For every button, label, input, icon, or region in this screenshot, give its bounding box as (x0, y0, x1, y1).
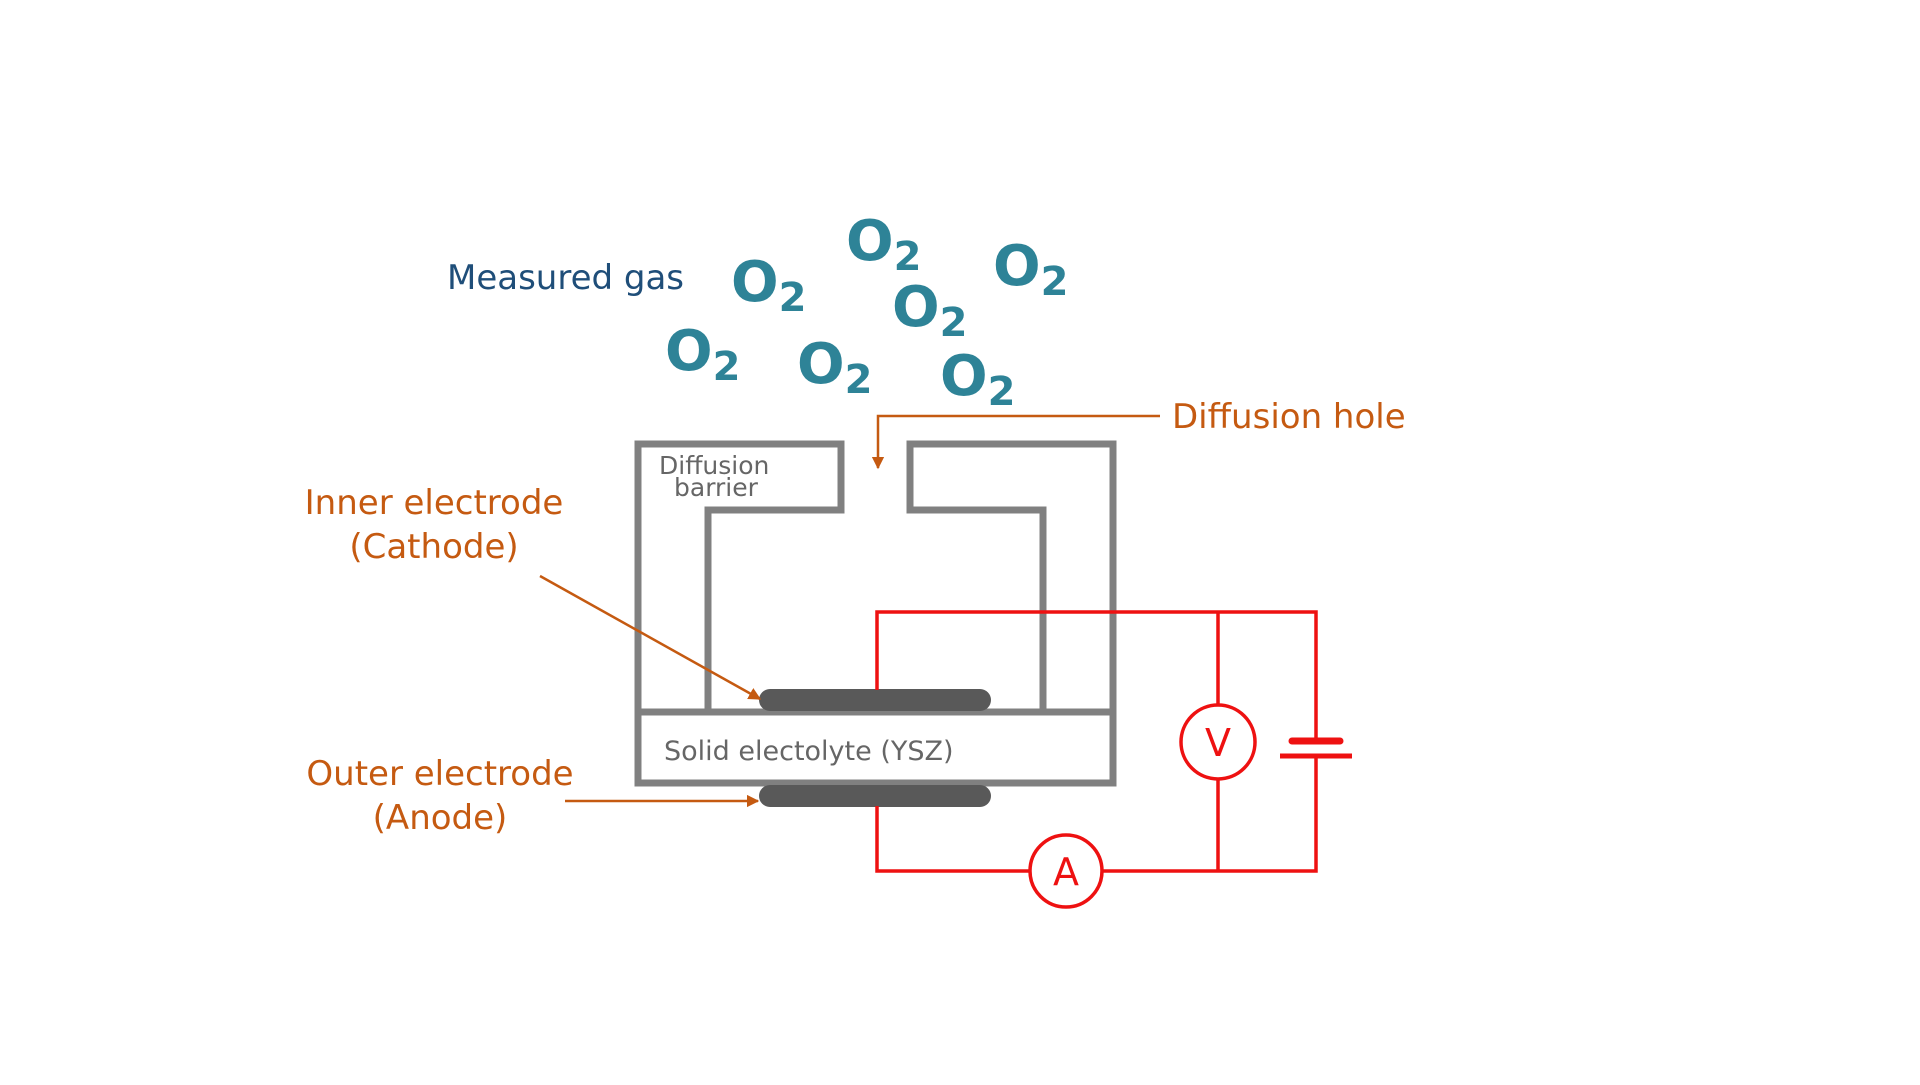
diffusion-barrier-label-2: barrier (674, 473, 759, 502)
oxygen-molecule: O2 (940, 344, 1015, 415)
oxygen-molecule: O2 (797, 332, 872, 403)
solid-electrolyte-label: Solid electolyte (YSZ) (664, 736, 954, 767)
diffusion-barrier-label: Diffusion (659, 451, 769, 480)
oxygen-molecule: O2 (993, 234, 1068, 305)
inner-electrode-arrow (539, 574, 762, 701)
sensor-housing (634, 440, 1117, 787)
oxygen-molecules: O2 O2 O2 O2 O2 O2 O2 (665, 209, 1068, 415)
circuit-bottom-wire-left (875, 806, 1030, 873)
oxygen-molecule: O2 (892, 275, 967, 346)
measurement-circuit (875, 610, 1318, 909)
diffusion-hole-arrow (871, 414, 1160, 470)
ammeter-symbol (1028, 833, 1104, 909)
housing-left-wall (634, 440, 845, 712)
ammeter-label: A (1053, 850, 1079, 894)
oxygen-molecule: O2 (846, 209, 921, 280)
outer-electrode-label: Outer electrode (306, 754, 573, 794)
circuit-top-wire (875, 610, 1318, 741)
inner-electrode-label-2: (Cathode) (349, 527, 518, 567)
inner-electrode-label: Inner electrode (305, 483, 564, 523)
measured-gas-label: Measured gas (447, 258, 684, 298)
oxygen-molecule: O2 (731, 250, 806, 321)
oxygen-molecule: O2 (665, 319, 740, 390)
outer-electrode-label-2: (Anode) (373, 798, 508, 838)
voltmeter-label: V (1205, 721, 1231, 765)
circuit-bottom-wire-right (1102, 756, 1318, 873)
diffusion-hole-label: Diffusion hole (1172, 397, 1406, 437)
voltmeter-symbol (1179, 703, 1257, 781)
housing-right-wall (906, 440, 1117, 712)
solid-electrolyte-layer (634, 708, 1117, 787)
